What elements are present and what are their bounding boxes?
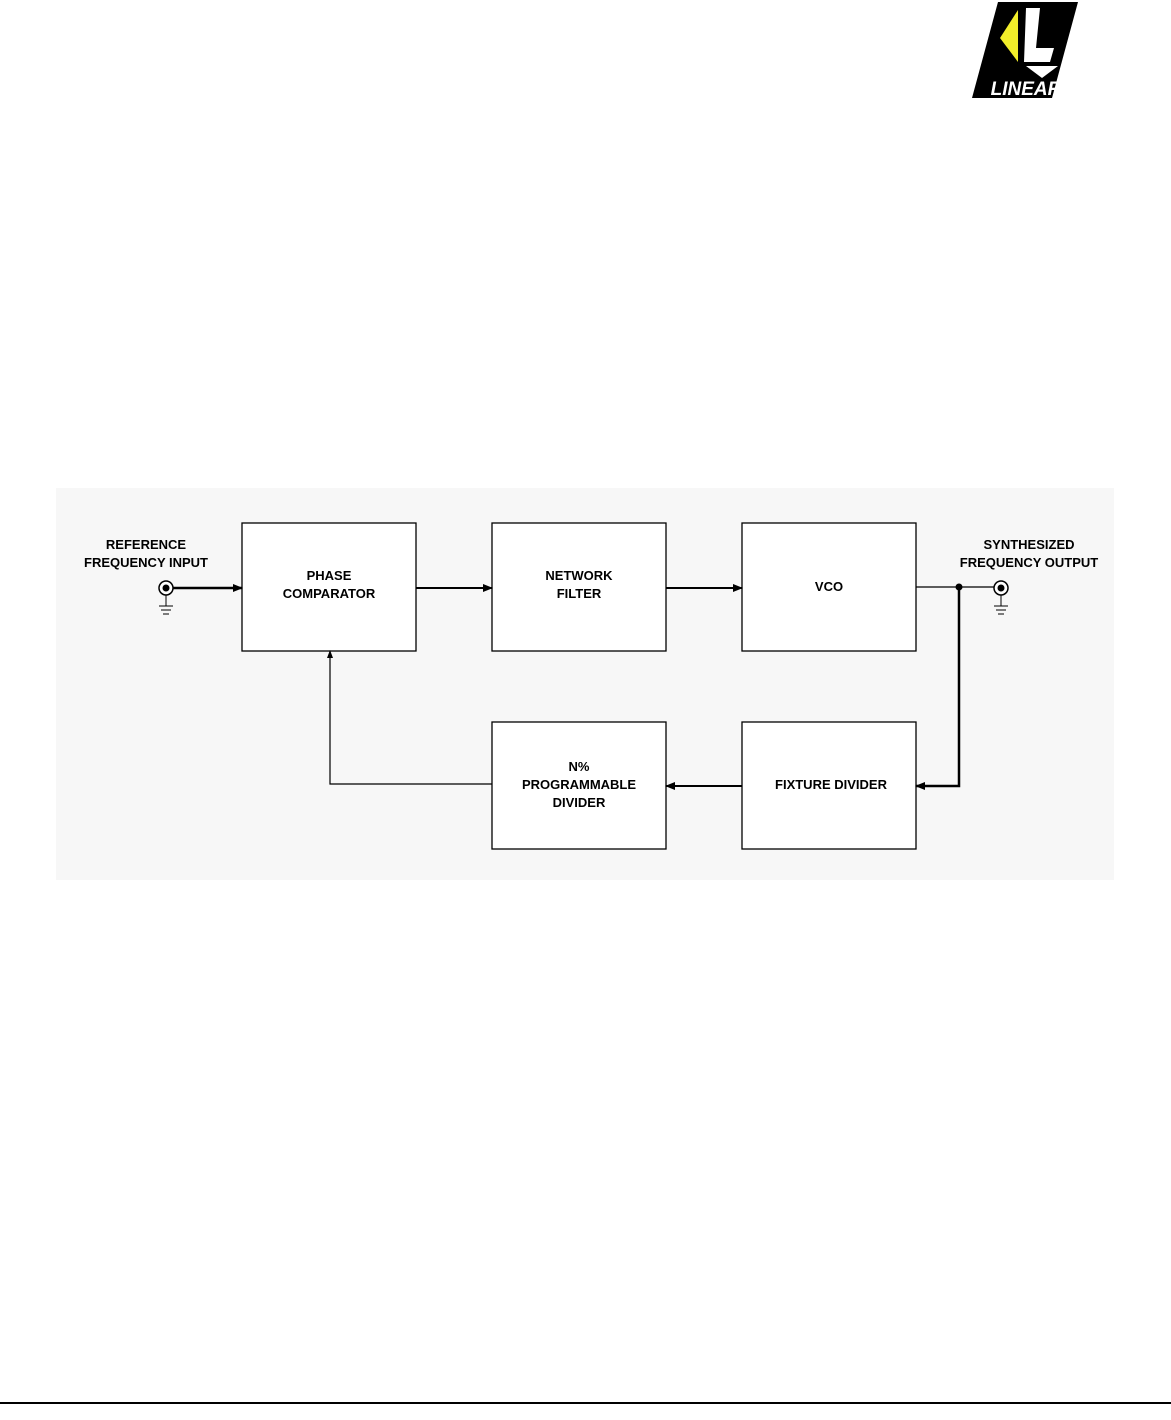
input-connector-icon: [159, 581, 173, 614]
programmable-divider-label: N% PROGRAMMABLE DIVIDER: [492, 758, 666, 812]
output-to-fixture-divider-arrow: [916, 587, 959, 786]
vco-label: VCO: [742, 578, 916, 596]
network-filter-label: NETWORK FILTER: [492, 567, 666, 603]
footer-rule: [0, 1402, 1171, 1404]
phase-comparator-label: PHASE COMPARATOR: [242, 567, 416, 603]
output-label: SYNTHESIZED FREQUENCY OUTPUT: [938, 536, 1120, 572]
output-connector-icon: [994, 581, 1008, 614]
fixture-divider-label: FIXTURE DIVIDER: [742, 776, 920, 794]
programmable-to-phase-arrow: [330, 651, 492, 784]
input-label: REFERENCE FREQUENCY INPUT: [66, 536, 226, 572]
